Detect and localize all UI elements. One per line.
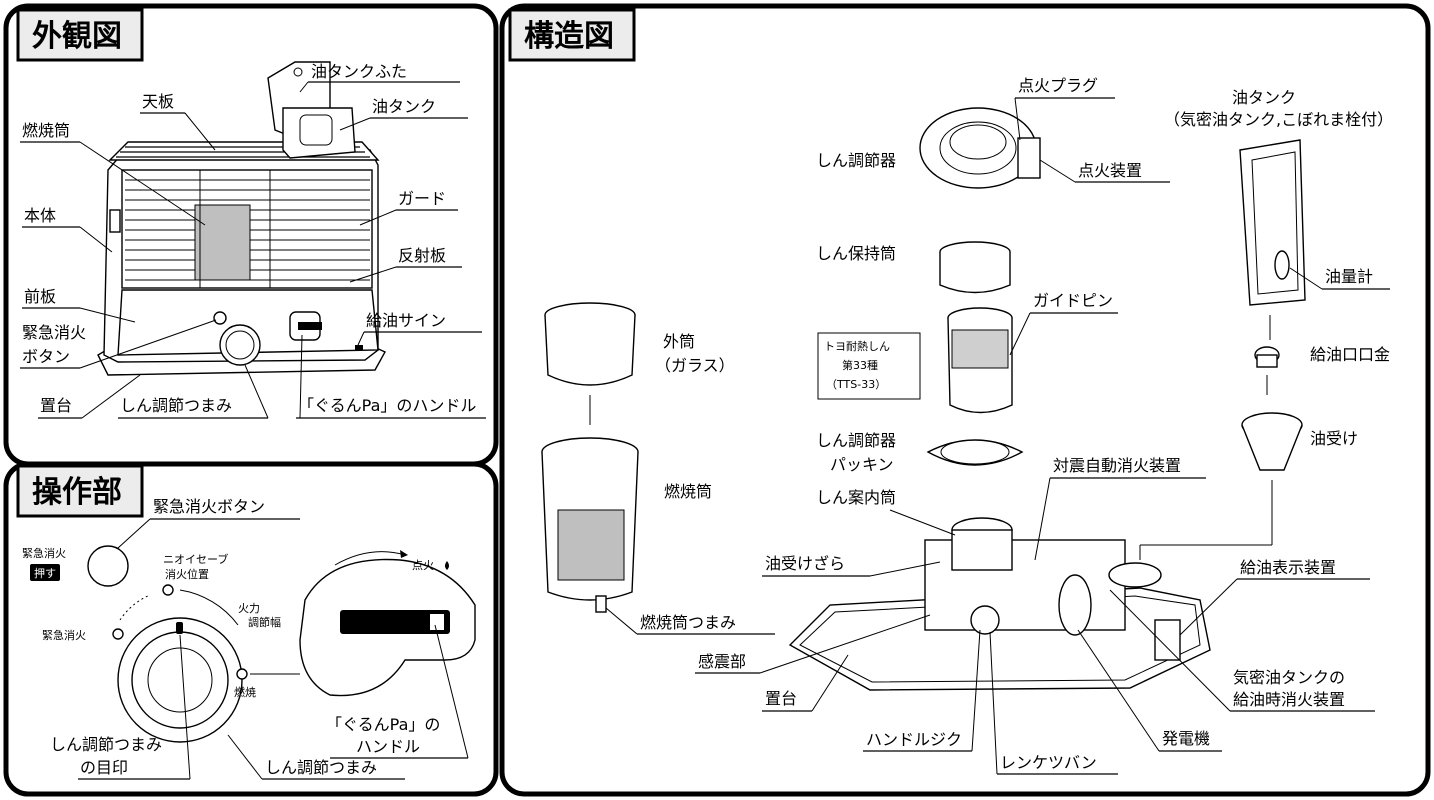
label-combustion-tube-st: 燃焼筒 <box>664 482 712 501</box>
label-oil-tray: 油受けざら <box>765 554 845 573</box>
label-wick-1: トヨ耐熱しん <box>824 340 890 353</box>
label-nioi-1: ニオイセーブ <box>163 552 228 566</box>
label-outer-tube-2: （ガラス） <box>655 356 735 375</box>
label-nioi-2: 消火位置 <box>165 567 209 581</box>
label-emergency-off-2: 緊急消火 <box>42 628 86 642</box>
label-airtight-1: 気密油タンクの <box>1233 668 1345 687</box>
label-refuel-cap: 給油口口金 <box>1310 345 1390 364</box>
label-oil-gauge: 油量計 <box>1325 267 1373 286</box>
label-handle-shaft: ハンドルジク <box>866 730 962 749</box>
panel-title-structure: 構造図 <box>524 19 614 54</box>
label-oil-receiver: 油受け <box>1310 429 1358 448</box>
label-emergency-btn-1: 緊急消火 <box>22 323 86 342</box>
label-guard: ガード <box>398 189 446 208</box>
label-wick-knob: しん調節つまみ <box>120 396 232 415</box>
panel-title-exterior: 外観図 <box>32 19 122 54</box>
label-emergency-off-1: 緊急消火 <box>22 546 66 560</box>
label-generator: 発電機 <box>1162 729 1210 748</box>
label-igniter: 点火装置 <box>1078 161 1142 180</box>
label-gasket-2: パッキン <box>830 455 894 474</box>
label-combustion-tube: 燃焼筒 <box>22 121 70 140</box>
control-labels: 緊急消火ボタン ニオイセーブ 消火位置 火力 調節幅 緊急消火 燃焼 点火 「ぐ… <box>42 497 469 780</box>
label-front-plate: 前板 <box>24 287 56 306</box>
label-wick-2: 第33種 <box>842 358 878 372</box>
label-ignition-plug: 点火プラグ <box>1018 76 1098 95</box>
label-body: 本体 <box>24 206 56 225</box>
label-oil-tank: 油タンク <box>372 97 436 116</box>
label-base-st: 置台 <box>765 689 797 708</box>
push-badge: 押す <box>34 566 56 580</box>
label-outer-tube-1: 外筒 <box>663 332 695 351</box>
label-fire-1: 火力 <box>238 602 260 615</box>
label-mark-2: の目印 <box>80 758 128 777</box>
label-guruppa-2: ハンドル <box>356 737 420 756</box>
label-top-plate: 天板 <box>142 92 174 111</box>
label-wick-knob-ctrl: しん調節つまみ <box>265 758 377 777</box>
label-emergency-btn-2: ボタン <box>22 347 70 366</box>
label-airtight-2: 給油時消火装置 <box>1233 690 1345 709</box>
label-ignite: 点火 <box>412 559 434 572</box>
label-mark-1: しん調節つまみ <box>50 735 162 754</box>
label-guide-pin: ガイドピン <box>1033 291 1113 310</box>
label-emergency-btn: 緊急消火ボタン <box>153 497 265 516</box>
label-burn: 燃焼 <box>234 685 256 699</box>
label-wick-holder: しん保持筒 <box>816 244 896 263</box>
label-wick-adjuster: しん調節器 <box>816 151 896 170</box>
controls-illustration: 緊急消火 押す <box>22 545 476 743</box>
label-tube-knob: 燃焼筒つまみ <box>640 613 736 632</box>
label-base: 置台 <box>40 396 72 415</box>
label-refuel-sign: 給油サイン <box>366 311 446 330</box>
label-guruppa-handle: 「ぐるんPa」のハンドル <box>298 396 476 415</box>
structure-labels: 点火プラグ 油タンク （気密油タンク,こぼれま栓付） しん調節器 点火装置 しん… <box>605 76 1393 775</box>
label-seismic-sensor: 感震部 <box>698 652 746 671</box>
controls-panel <box>3 461 499 797</box>
label-fire-2: 調節幅 <box>248 615 281 629</box>
label-seismic-off: 対震自動消火装置 <box>1053 456 1181 475</box>
flame-icon <box>445 561 449 570</box>
label-wick-guide: しん案内筒 <box>816 488 896 507</box>
label-guruppa-1: 「ぐるんPa」の <box>326 715 440 734</box>
panel-title-controls: 操作部 <box>32 475 122 510</box>
label-refuel-indicator: 給油表示装置 <box>1240 558 1336 577</box>
label-wick-3: （TTS-33） <box>826 378 886 391</box>
label-oil-tank-2: （気密油タンク,こぼれま栓付） <box>1164 110 1393 129</box>
label-reflector: 反射板 <box>398 246 446 265</box>
structure-illustration <box>541 107 1306 691</box>
exterior-labels: 油タンクふた 天板 油タンク 燃焼筒 ガード 本体 反射板 前板 給油サイン 緊… <box>20 62 486 419</box>
label-gasket-1: しん調節器 <box>816 431 896 450</box>
structure-panel <box>499 3 1431 797</box>
label-oil-tank-1: 油タンク <box>1232 88 1296 107</box>
label-tank-cap: 油タンクふた <box>311 62 407 81</box>
label-linkage-valve: レンケツバン <box>1000 753 1097 772</box>
